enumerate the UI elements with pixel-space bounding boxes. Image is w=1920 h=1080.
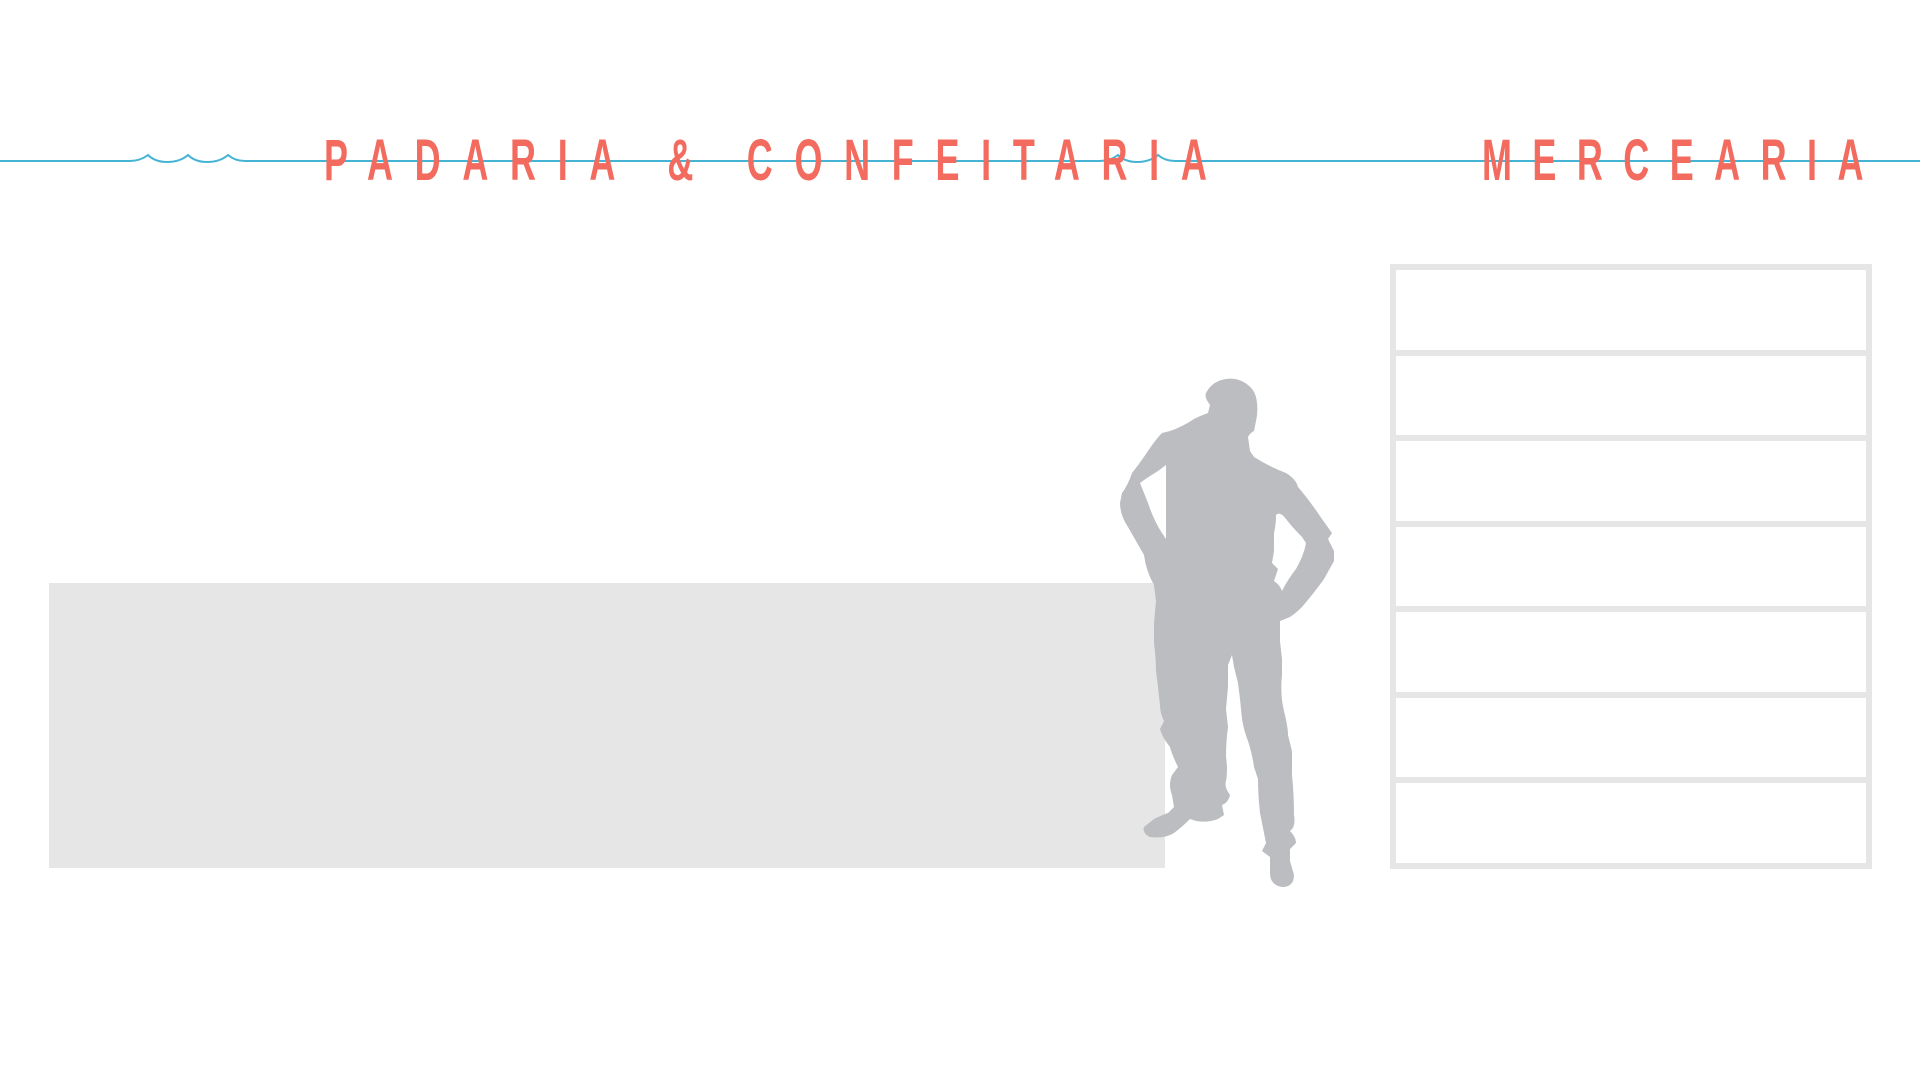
shelf-compartment bbox=[1396, 270, 1866, 356]
grocery-shelf-unit bbox=[1390, 264, 1872, 869]
shelf-compartment bbox=[1396, 612, 1866, 698]
bakery-counter bbox=[49, 583, 1165, 868]
section-title-padaria: PADARIA & CONFEITARIA bbox=[324, 128, 1229, 193]
divider-stroke bbox=[0, 153, 1920, 164]
shelf-compartment bbox=[1396, 783, 1866, 863]
shelf-compartment bbox=[1396, 441, 1866, 527]
scallop-ornament-icon bbox=[0, 153, 1920, 164]
person-silhouette-icon bbox=[1120, 378, 1334, 887]
person-body bbox=[1120, 378, 1334, 887]
shelf-compartment bbox=[1396, 698, 1866, 784]
section-title-mercearia: MERCEARIA bbox=[1482, 128, 1884, 193]
shelf-compartment bbox=[1396, 356, 1866, 442]
shelf-compartment bbox=[1396, 527, 1866, 613]
section-divider-line bbox=[0, 153, 1920, 164]
